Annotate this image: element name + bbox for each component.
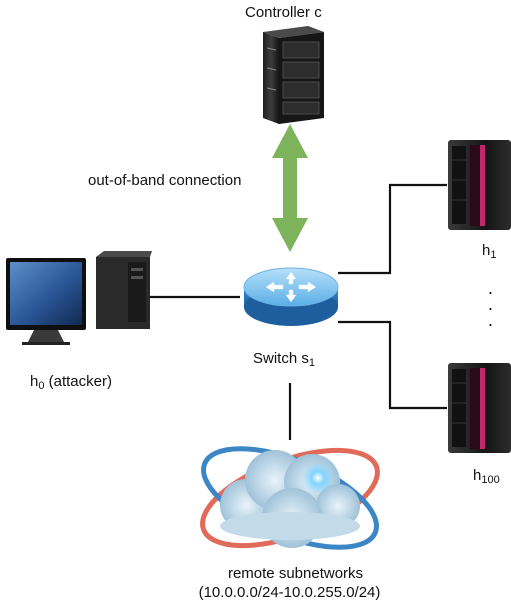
remote-subnetworks-label: remote subnetworks (10.0.0.0/24-10.0.255… <box>198 565 381 601</box>
out-of-band-arrow <box>272 124 308 252</box>
host-h1-label: h1 <box>482 242 497 261</box>
host-h1-server-icon <box>448 140 511 230</box>
attacker-label: h0 (attacker) <box>30 373 112 392</box>
remote-subnetworks-cloud-icon <box>200 446 380 550</box>
controller-server-icon <box>263 26 324 124</box>
host-h100-server-icon <box>448 363 511 453</box>
ellipsis-dot-1: . <box>488 278 493 298</box>
link-switch-h1 <box>338 183 447 275</box>
ellipsis-dot-3: . <box>488 310 493 330</box>
out-of-band-label: out-of-band connection <box>88 172 242 189</box>
switch-icon <box>243 267 339 326</box>
link-switch-h100 <box>338 320 447 410</box>
host-ellipsis: . . . <box>488 278 493 330</box>
links <box>150 183 447 440</box>
ellipsis-dot-2: . <box>488 294 493 314</box>
switch-label: Switch s1 <box>253 350 315 369</box>
double-arrow-icon <box>272 124 308 252</box>
attacker-computer-icon <box>6 251 152 345</box>
controller-label: Controller c <box>245 4 322 21</box>
host-h100-label: h100 <box>473 467 500 486</box>
